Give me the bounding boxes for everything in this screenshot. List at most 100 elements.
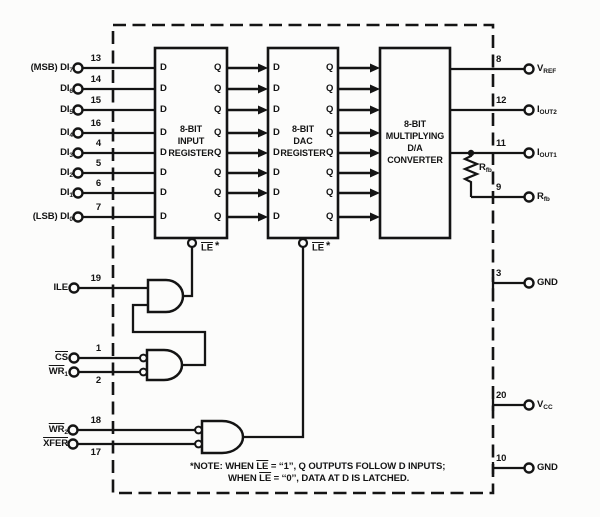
pin-number: 17: [90, 447, 101, 458]
data-input-label: DI6: [60, 83, 73, 95]
d-label: D: [273, 104, 280, 115]
q-label: Q: [326, 211, 334, 222]
pin-label-iout1: IOUT1: [537, 147, 557, 159]
d-label: D: [273, 62, 280, 73]
d-label: D: [160, 62, 167, 73]
q-label: Q: [326, 187, 334, 198]
q-label: Q: [214, 211, 222, 222]
le-bubble-dac-register: [297, 237, 309, 249]
d-label: D: [273, 167, 280, 178]
pin-label-gnd: GND: [537, 462, 558, 473]
d-label: D: [160, 211, 167, 222]
dac-register-title: REGISTER: [280, 148, 326, 158]
d-label: D: [160, 83, 167, 94]
input-register-title: INPUT: [177, 136, 205, 146]
q-label: Q: [326, 167, 334, 178]
data-input-label: DI4: [60, 127, 73, 139]
footnote-line-2: WHEN LE = ‘‘0’’, DATA AT D IS LATCHED.: [228, 473, 410, 484]
data-input-label: (MSB) DI7: [30, 62, 73, 74]
q-label: Q: [326, 147, 334, 158]
pin-number: 8: [496, 54, 502, 65]
pin-number: 18: [90, 415, 101, 426]
d-label: D: [160, 167, 167, 178]
pin-number: 4: [95, 138, 101, 149]
junction-dot: [467, 149, 475, 157]
q-label: Q: [326, 83, 334, 94]
pin-number: 13: [90, 53, 101, 64]
q-label: Q: [214, 187, 222, 198]
converter-title: D/A: [407, 143, 423, 153]
le-bubble-input-register: [186, 237, 198, 249]
q-label: Q: [326, 127, 334, 138]
pin-number: 2: [95, 375, 101, 386]
d-label: D: [160, 127, 167, 138]
and-gate-ile: [146, 278, 185, 314]
pin-label-vref: VREF: [537, 63, 557, 75]
pin-number: 6: [95, 178, 101, 189]
right-pin-wires: [450, 67, 524, 474]
bus-arrow-lines: [227, 66, 373, 219]
pin-number: 7: [95, 202, 101, 213]
data-input-label: (LSB) DI0: [32, 211, 73, 223]
and-gate-wr2-xfer: [200, 419, 245, 455]
control-label-cs: CS: [55, 352, 68, 363]
resistor-label: Rfb: [479, 162, 492, 174]
converter-block: [378, 46, 452, 240]
pin-number: 1: [95, 343, 101, 354]
data-input-label: DI2: [60, 167, 73, 179]
d-label: D: [160, 104, 167, 115]
dac-register-block: [266, 46, 340, 240]
control-label-wr2: WR2: [48, 424, 68, 436]
control-input-wires: [77, 286, 195, 446]
q-label: Q: [326, 104, 334, 115]
pin-number: 9: [496, 182, 502, 193]
and-gate-cs-wr1: [145, 348, 184, 382]
d-label: D: [273, 187, 280, 198]
data-input-wires: [82, 66, 155, 219]
pin-number: 14: [90, 74, 101, 85]
pin-label-gnd: GND: [537, 277, 558, 288]
pin-number: 19: [90, 273, 101, 284]
pin-number: 10: [496, 453, 507, 464]
data-input-label: DI3: [60, 147, 73, 159]
data-input-label: DI1: [60, 187, 73, 199]
q-label: Q: [214, 127, 222, 138]
gate-input-bubbles: [139, 353, 203, 449]
q-label: Q: [214, 62, 222, 73]
pin-terminals: [67, 62, 535, 474]
q-label: Q: [214, 83, 222, 94]
package-dashed-border: [111, 23, 495, 495]
d-label: D: [160, 187, 167, 198]
input-register-block: [153, 46, 229, 240]
d-label: D: [273, 147, 280, 158]
pin-number: 20: [496, 390, 507, 401]
d-label: D: [273, 83, 280, 94]
pin-number: 15: [90, 95, 101, 106]
control-label-xfer: XFER: [43, 438, 68, 449]
q-label: Q: [214, 147, 222, 158]
control-label-ile: ILE: [53, 282, 69, 293]
pin-number: 12: [496, 95, 507, 106]
input-register-title: REGISTER: [168, 148, 214, 158]
converter-title: CONVERTER: [387, 155, 443, 165]
footnote-line-1: *NOTE: WHEN LE = ‘‘1’’, Q OUTPUTS FOLLOW…: [190, 461, 446, 472]
converter-title: 8-BIT: [403, 119, 426, 129]
gate-output-wires: [131, 247, 305, 439]
dac-register-title: 8-BIT: [291, 124, 314, 134]
pin-number: 11: [496, 138, 506, 149]
pin-label-vcc: VCC: [537, 399, 553, 411]
q-label: Q: [326, 62, 334, 73]
q-label: Q: [214, 167, 222, 178]
d-label: D: [160, 147, 167, 158]
pin-label-rfb: Rfb: [537, 191, 550, 203]
dac-register-title: DAC: [293, 136, 313, 146]
q-label: Q: [214, 104, 222, 115]
feedback-resistor: [462, 153, 480, 197]
pin-number: 3: [496, 268, 502, 279]
converter-title: MULTIPLYING: [385, 131, 445, 141]
d-label: D: [273, 211, 280, 222]
pin-number: 5: [95, 158, 101, 169]
le-label-dac-register: LE*: [312, 240, 331, 254]
